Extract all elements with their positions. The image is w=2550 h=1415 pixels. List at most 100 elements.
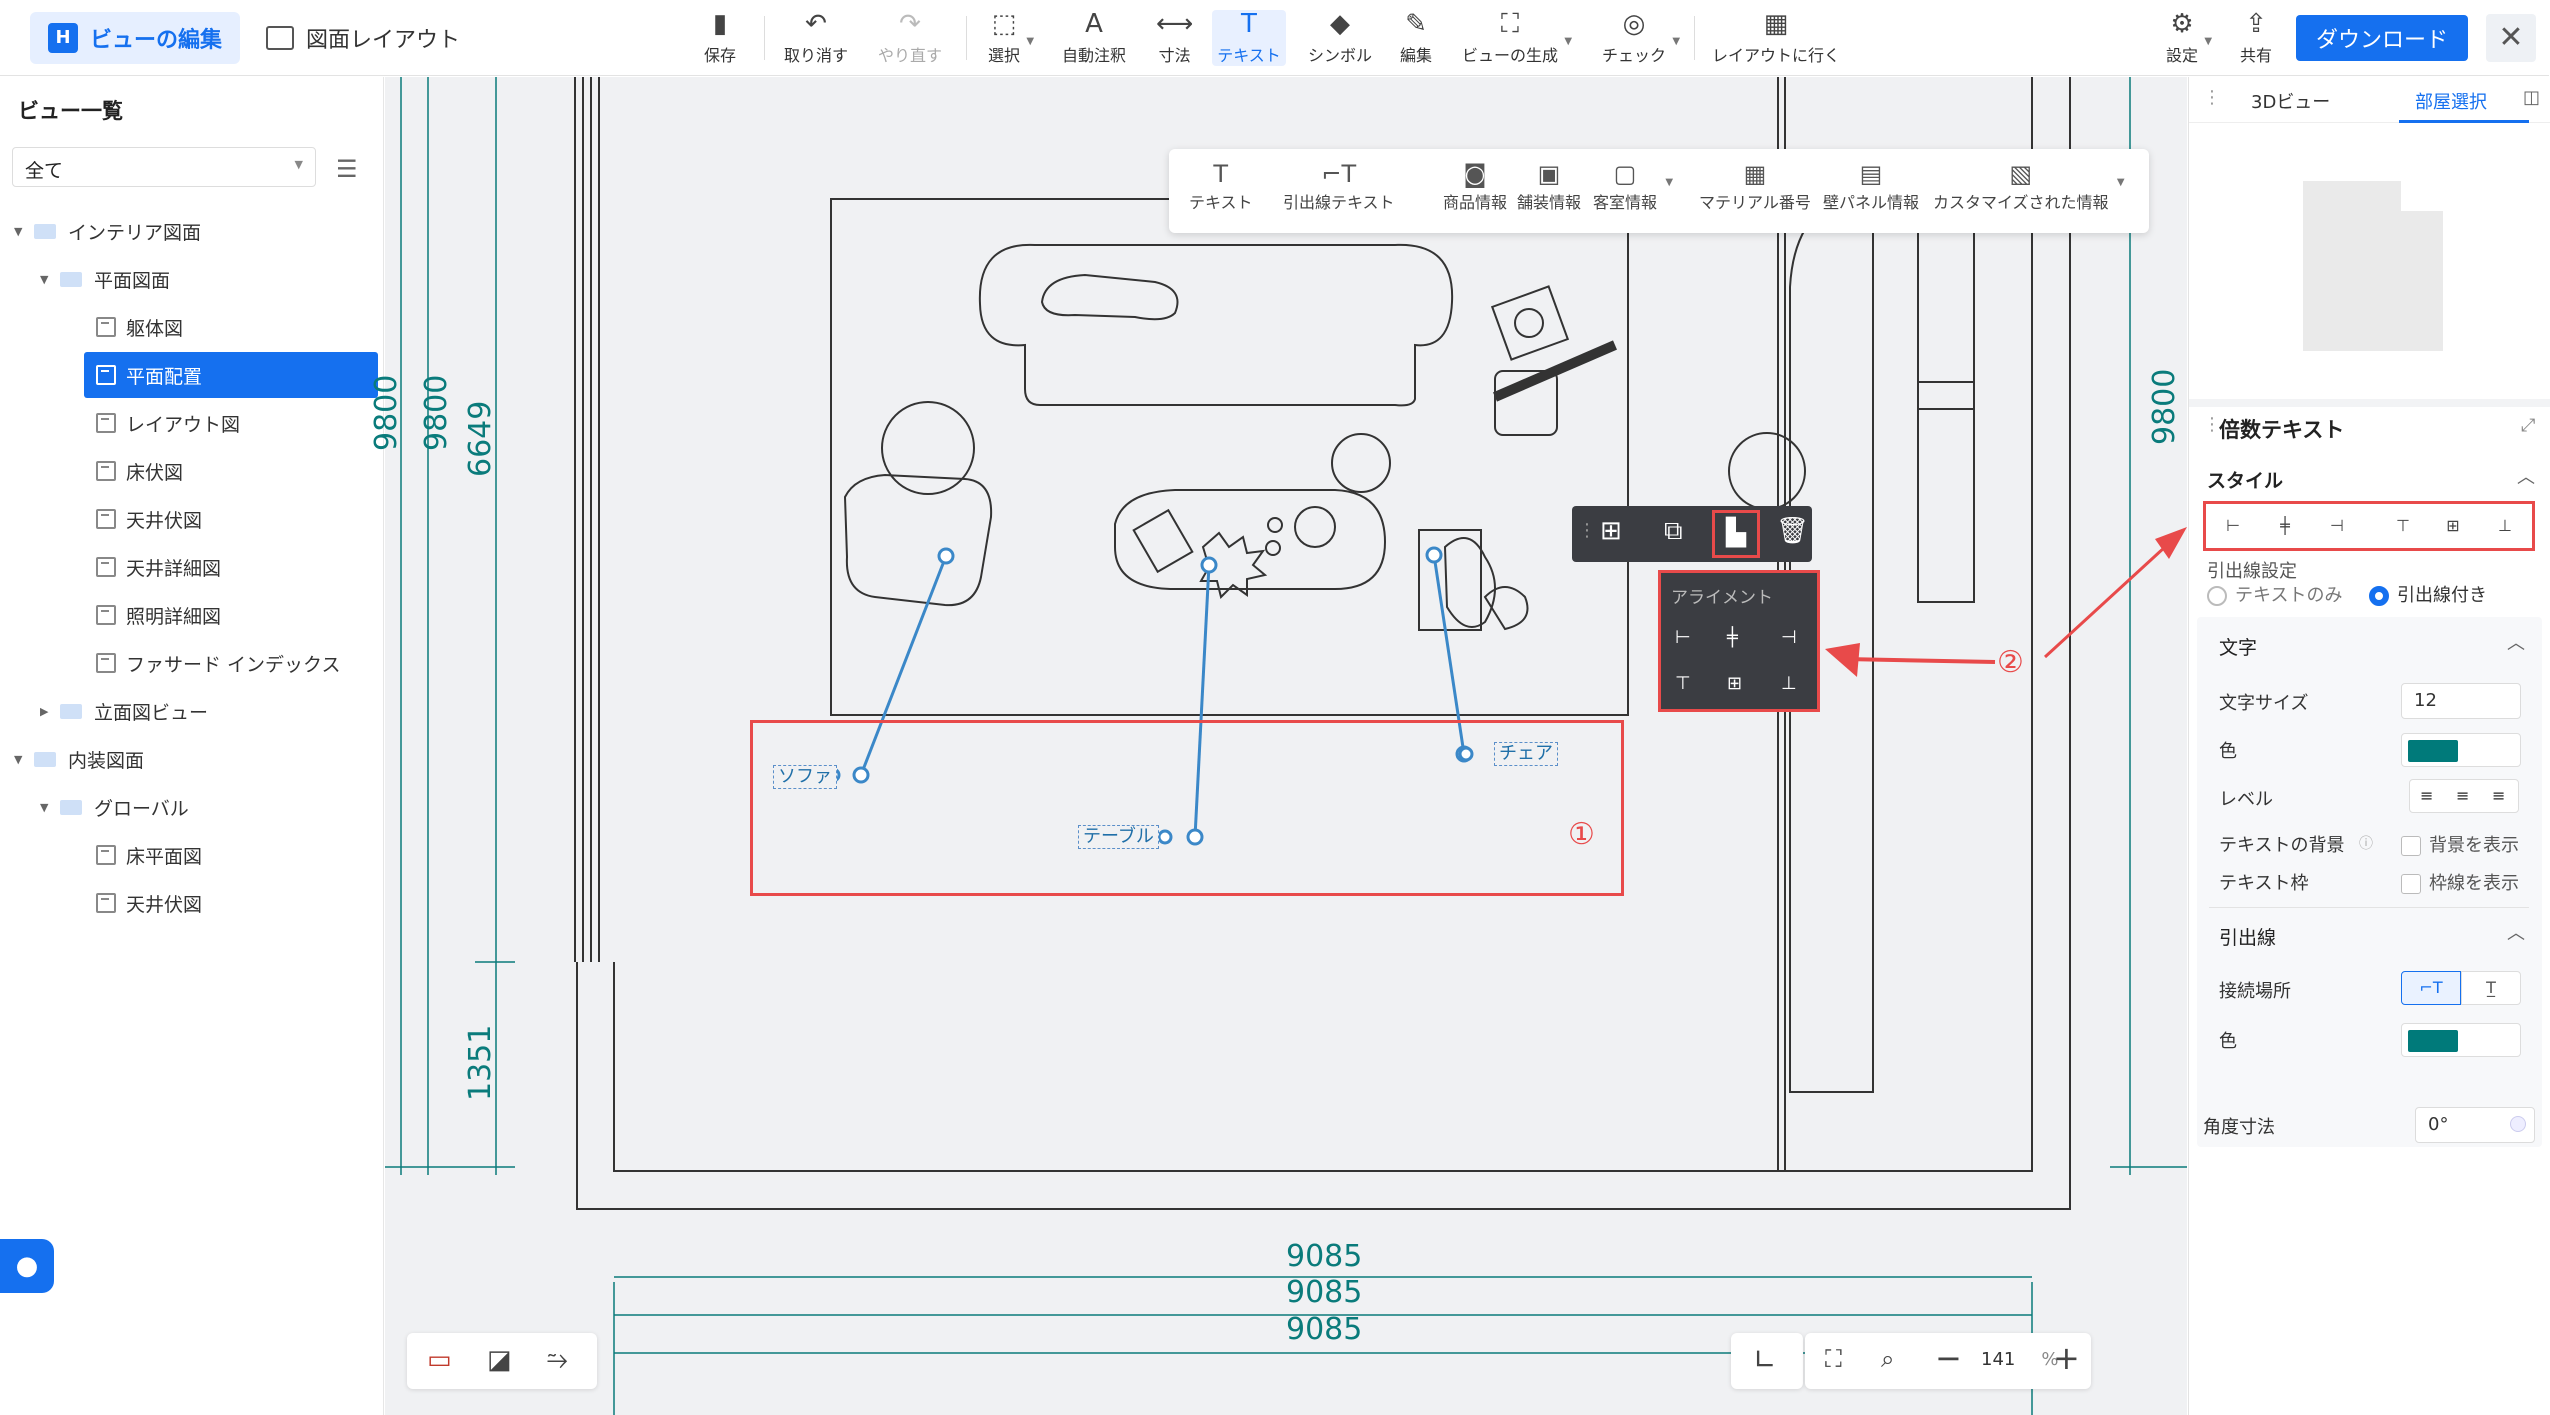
- leader-anchor[interactable]: [1200, 556, 1218, 574]
- radio-text-only[interactable]: テキストのみ: [2207, 581, 2342, 607]
- chevron-up-icon[interactable]: ︿: [2507, 633, 2525, 654]
- zoom-out-button[interactable]: −: [1935, 1339, 1962, 1377]
- chevron-up-icon[interactable]: ︿: [2517, 467, 2535, 488]
- tree-item-plan-layout[interactable]: 平面配置: [84, 352, 378, 398]
- close-button[interactable]: ✕: [2486, 14, 2536, 62]
- expand-icon[interactable]: ⤢: [2521, 415, 2536, 436]
- tree-item-elevation-view[interactable]: ▶立面図ビュー: [40, 691, 208, 731]
- check-button[interactable]: ◎チェック▼: [1602, 10, 1680, 66]
- tree-item-ceiling-plan[interactable]: 天井伏図: [96, 883, 202, 923]
- align-center-icon[interactable]: ╪: [1727, 627, 1738, 648]
- angle-input[interactable]: 0°: [2415, 1107, 2535, 1143]
- zoom-in-button[interactable]: +: [2053, 1339, 2080, 1377]
- undo-button[interactable]: ↶取り消す: [784, 10, 848, 66]
- settings-button[interactable]: ⚙設定▼: [2166, 10, 2212, 66]
- tree-item-interior-finish[interactable]: ▼内装図面: [14, 739, 144, 779]
- align-middle-icon[interactable]: ⊞: [1727, 673, 1743, 694]
- tree-item-global[interactable]: ▼グローバル: [40, 787, 189, 827]
- info-icon[interactable]: ⓘ: [2359, 836, 2373, 852]
- leader-anchor[interactable]: [1157, 829, 1173, 845]
- dimension-button[interactable]: ⟷寸法: [1156, 10, 1193, 66]
- align-top-icon[interactable]: ⊤: [1675, 673, 1691, 694]
- generate-view-button[interactable]: ⛶ビューの生成▼: [1462, 10, 1572, 66]
- leader-anchor[interactable]: [1425, 546, 1443, 564]
- label-chair[interactable]: チェア: [1494, 742, 1558, 766]
- label-sofa[interactable]: ソファ: [773, 765, 837, 789]
- tree-item-facade-index[interactable]: ファサード インデックス: [96, 643, 340, 683]
- leader-anchor[interactable]: [937, 547, 955, 565]
- show-frame-checkbox[interactable]: 枠線を表示: [2401, 869, 2519, 895]
- position-tool-icon[interactable]: ⊞: [1600, 516, 1622, 546]
- tree-item-ceiling[interactable]: 天井伏図: [96, 499, 202, 539]
- subtool-custom-info[interactable]: ▧カスタマイズされた情報▼: [1933, 159, 2125, 213]
- axis-button[interactable]: ∟: [1731, 1333, 1803, 1389]
- contrast-icon[interactable]: ◪: [487, 1345, 512, 1375]
- drawing-canvas[interactable]: 9800 9800 6649 1351 9800 9085 9085 9085 …: [369, 77, 2187, 1415]
- align-middle-button[interactable]: ⊞: [2435, 509, 2471, 541]
- download-button[interactable]: ダウンロード: [2296, 15, 2468, 61]
- tab-room-select[interactable]: 部屋選択: [2399, 77, 2529, 123]
- share-button[interactable]: ⇪共有: [2240, 10, 2272, 66]
- zoom-region-icon[interactable]: ⌕: [1881, 1345, 1895, 1373]
- align-left-button[interactable]: ⊢: [2215, 509, 2251, 541]
- tree-item-structure[interactable]: 躯体図: [96, 307, 183, 347]
- view-filter-select[interactable]: 全て ▼: [12, 147, 316, 187]
- align-right-icon[interactable]: ⊣: [1781, 627, 1797, 648]
- list-settings-icon[interactable]: ☰: [336, 155, 358, 183]
- tree-item-ceiling-detail[interactable]: 天井詳細図: [96, 547, 221, 587]
- connect-end-button[interactable]: T̲: [2461, 971, 2521, 1005]
- align-bottom-button[interactable]: ⊥: [2487, 509, 2523, 541]
- fit-view-icon[interactable]: ⛶: [1825, 1345, 1842, 1373]
- display-mode-icon[interactable]: ▭: [427, 1345, 452, 1375]
- drag-handle-icon[interactable]: ⋮: [2203, 414, 2221, 435]
- tree-item-interior-drawing[interactable]: ▼インテリア図面: [14, 211, 201, 251]
- connect-start-button[interactable]: ⌐T: [2401, 971, 2461, 1005]
- trash-icon[interactable]: 🗑: [1776, 516, 1810, 546]
- leader-anchor[interactable]: [1186, 828, 1204, 846]
- tab-3d-view[interactable]: 3Dビュー: [2251, 92, 2331, 113]
- reset-icon[interactable]: ⥲: [547, 1345, 568, 1375]
- leader-anchor[interactable]: [1458, 746, 1474, 762]
- expand-icon[interactable]: ◫: [2523, 87, 2541, 108]
- font-size-input[interactable]: 12: [2401, 683, 2521, 719]
- drag-handle-icon[interactable]: ⋮: [1578, 520, 1596, 541]
- subtool-paving-info[interactable]: ▣舗装情報: [1517, 159, 1581, 213]
- tab-edit-view[interactable]: H ビューの編集: [30, 12, 241, 64]
- show-bg-checkbox[interactable]: 背景を表示: [2401, 831, 2519, 857]
- text-color-picker[interactable]: [2401, 733, 2521, 767]
- duplicate-icon[interactable]: ⧉: [1664, 516, 1683, 546]
- radio-with-leader[interactable]: 引出線付き: [2369, 581, 2487, 607]
- go-to-layout-button[interactable]: ▦レイアウトに行く: [1712, 10, 1840, 66]
- symbol-button[interactable]: ◆シンボル: [1308, 10, 1372, 66]
- edit-button[interactable]: ✎編集: [1400, 10, 1432, 66]
- chevron-up-icon[interactable]: ︿: [2507, 923, 2525, 944]
- text-align-center-icon[interactable]: ≡: [2456, 786, 2470, 805]
- save-button[interactable]: ▮保存: [704, 10, 736, 66]
- subtool-product-info[interactable]: ◙商品情報: [1443, 159, 1507, 213]
- tree-item-plan-drawing[interactable]: ▼平面図面: [40, 259, 170, 299]
- text-align-right-icon[interactable]: ≡: [2492, 786, 2506, 805]
- align-right-button[interactable]: ⊣: [2319, 509, 2355, 541]
- drag-handle-icon[interactable]: ⋮: [2203, 87, 2221, 108]
- leader-anchor[interactable]: [852, 766, 870, 784]
- align-center-button[interactable]: ╪: [2267, 509, 2303, 541]
- subtool-wall-panel-info[interactable]: ▤壁パネル情報: [1823, 159, 1919, 213]
- label-table[interactable]: テーブル: [1078, 825, 1159, 849]
- tree-item-floor[interactable]: 床伏図: [96, 451, 183, 491]
- zoom-level-input[interactable]: 141%: [1981, 1343, 2059, 1379]
- tree-item-floor-plan[interactable]: 床平面図: [96, 835, 202, 875]
- redo-button[interactable]: ↷やり直す: [878, 10, 942, 66]
- tab-drawing-layout[interactable]: 図面レイアウト: [248, 12, 478, 64]
- chat-support-button[interactable]: ●: [0, 1239, 54, 1293]
- align-top-button[interactable]: ⊤: [2385, 509, 2421, 541]
- alignment-button[interactable]: ▙: [1712, 510, 1760, 558]
- subtool-room-info[interactable]: ▢客室情報▼: [1593, 159, 1673, 213]
- select-button[interactable]: ⬚選択▼: [988, 10, 1034, 66]
- align-left-icon[interactable]: ⊢: [1675, 627, 1691, 648]
- subtool-material-number[interactable]: ▦マテリアル番号: [1699, 159, 1811, 213]
- align-bottom-icon[interactable]: ⊥: [1781, 673, 1797, 694]
